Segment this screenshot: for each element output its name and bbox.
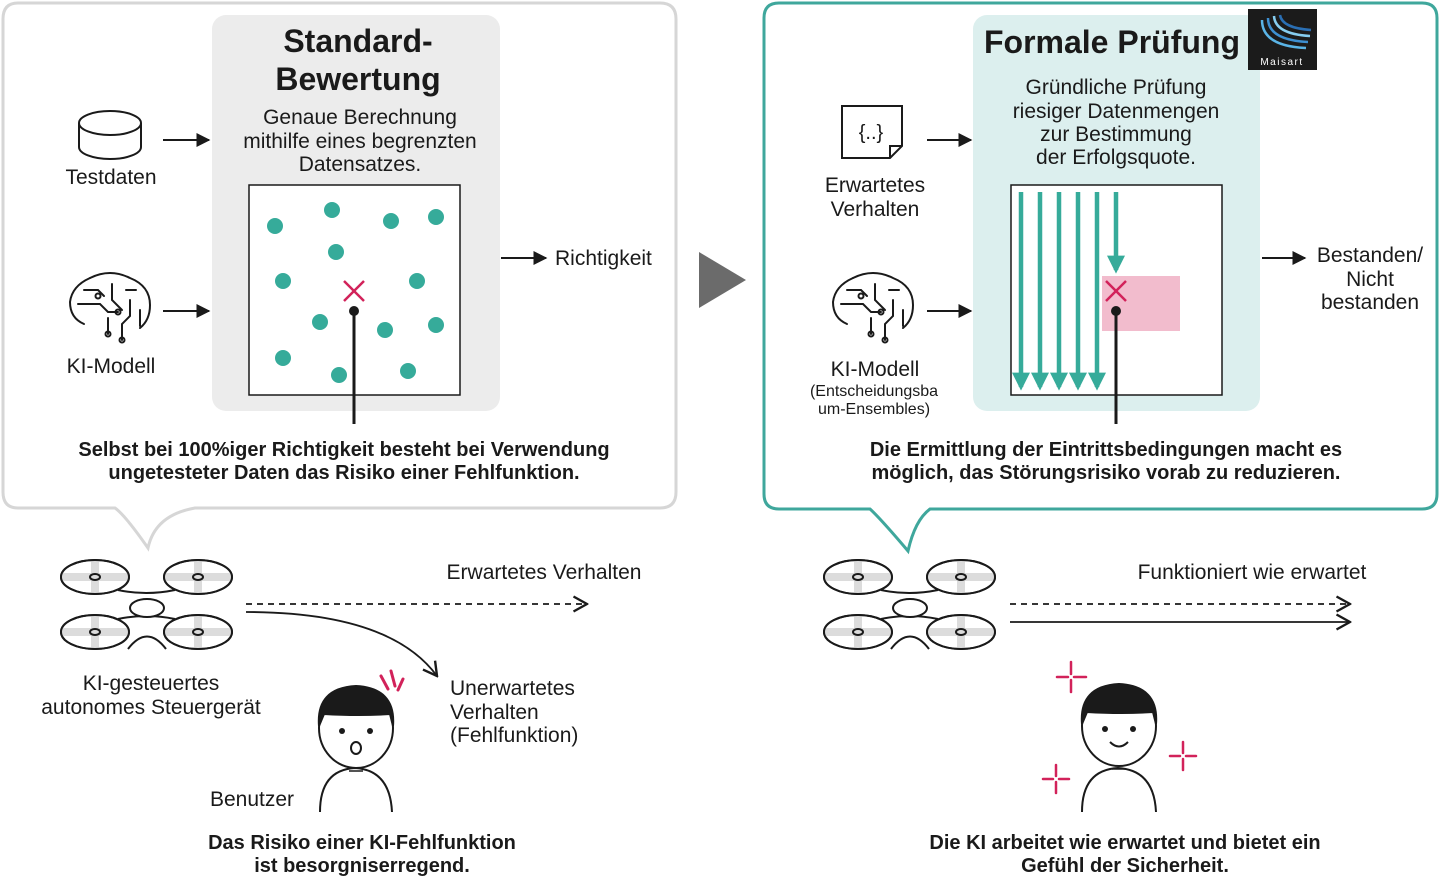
testdaten-label: Testdaten <box>65 166 156 189</box>
quadcopter-drone-icon <box>823 559 996 650</box>
next-step-arrow-icon <box>699 252 746 308</box>
circuit-head-icon <box>68 272 152 344</box>
formal-desc-line2: riesiger Datenmengen <box>1013 100 1220 123</box>
maisart-logo-text: Maisart <box>1260 57 1303 68</box>
scan-arrows <box>1012 192 1125 391</box>
sample-data-points <box>267 202 444 383</box>
ki-modell-label-right: KI-Modell <box>831 358 920 381</box>
expected-behavior-line1: Erwartetes <box>825 174 925 197</box>
unexpected-line3: (Fehlfunktion) <box>450 724 578 747</box>
standard-desc-line1: Genaue Berechnung <box>263 106 457 129</box>
sparkle-icon <box>1041 660 1198 795</box>
failure-condition-zone <box>1102 276 1180 331</box>
standard-title-line1: Standard- <box>283 23 432 59</box>
standard-note-line1: Selbst bei 100%iger Richtigkeit besteht … <box>78 439 609 461</box>
untested-point-x-icon <box>343 280 365 302</box>
richtigkeit-label: Richtigkeit <box>555 247 652 270</box>
formal-desc-line4: der Erfolgsquote. <box>1036 146 1196 169</box>
standard-evaluation-callout: Standard- Bewertung Genaue Berechnung mi… <box>1 1 678 552</box>
unexpected-line2: Verhalten <box>450 701 539 724</box>
ki-modell-label: KI-Modell <box>67 355 156 378</box>
json-icon-text: {..} <box>859 122 884 144</box>
device-label-line2: autonomes Steuergerät <box>41 696 261 719</box>
standard-desc-line3: Datensatzes. <box>299 153 422 176</box>
quadcopter-drone-icon <box>60 559 233 650</box>
failure-point-x-icon <box>1105 280 1127 302</box>
formal-verification-callout: Formale Prüfung Maisart Gründliche Prüfu… <box>762 1 1439 555</box>
standard-desc-line2: mithilfe eines begrenzten <box>243 130 476 153</box>
formal-note-line1: Die Ermittlung der Eintrittsbedingungen … <box>870 439 1342 461</box>
formal-desc-line3: zur Bestimmung <box>1040 123 1192 146</box>
user-label: Benutzer <box>210 788 294 811</box>
bottom-right-caption-line1: Die KI arbeitet wie erwartet und bietet … <box>929 832 1320 854</box>
expected-behavior-label: Erwartetes Verhalten <box>447 561 642 584</box>
safe-scene: Funktioniert wie erwartet Die KI arbeite… <box>823 559 1367 877</box>
worried-user-face-icon <box>317 684 395 813</box>
alarm-icon <box>379 669 405 692</box>
pass-fail-line3: bestanden <box>1321 291 1419 314</box>
works-as-expected-label: Funktioniert wie erwartet <box>1138 561 1367 584</box>
formal-title: Formale Prüfung <box>984 24 1240 60</box>
bottom-right-caption-line2: Gefühl der Sicherheit. <box>1021 855 1229 877</box>
unexpected-line1: Unerwartetes <box>450 677 575 700</box>
formal-note-line2: möglich, das Störungsrisiko vorab zu red… <box>872 462 1341 484</box>
formal-desc-line1: Gründliche Prüfung <box>1026 76 1207 99</box>
bottom-left-caption-line2: ist besorgniserregend. <box>254 855 470 877</box>
device-label-line1: KI-gesteuertes <box>83 672 220 695</box>
ki-modell-sub-line1: (Entscheidungsba <box>810 383 938 400</box>
happy-user-face-icon <box>1080 682 1158 813</box>
malfunction-scene: Erwartetes Verhalten KI-gesteuertes auto… <box>41 559 642 877</box>
standard-note-line2: ungetesteter Daten das Risiko einer Fehl… <box>108 462 579 484</box>
json-document-icon: {..} <box>841 105 903 159</box>
circuit-head-icon <box>831 272 915 344</box>
ki-modell-sub-line2: um-Ensembles) <box>818 401 930 418</box>
bottom-left-caption-line1: Das Risiko einer KI-Fehlfunktion <box>208 832 516 854</box>
expected-behavior-line2: Verhalten <box>831 198 920 221</box>
standard-title-line2: Bewertung <box>275 61 440 97</box>
pass-fail-line1: Bestanden/ <box>1317 244 1423 267</box>
pass-fail-line2: Nicht <box>1346 268 1394 291</box>
maisart-logo: Maisart <box>1248 9 1317 70</box>
database-cylinder-icon <box>78 110 142 160</box>
